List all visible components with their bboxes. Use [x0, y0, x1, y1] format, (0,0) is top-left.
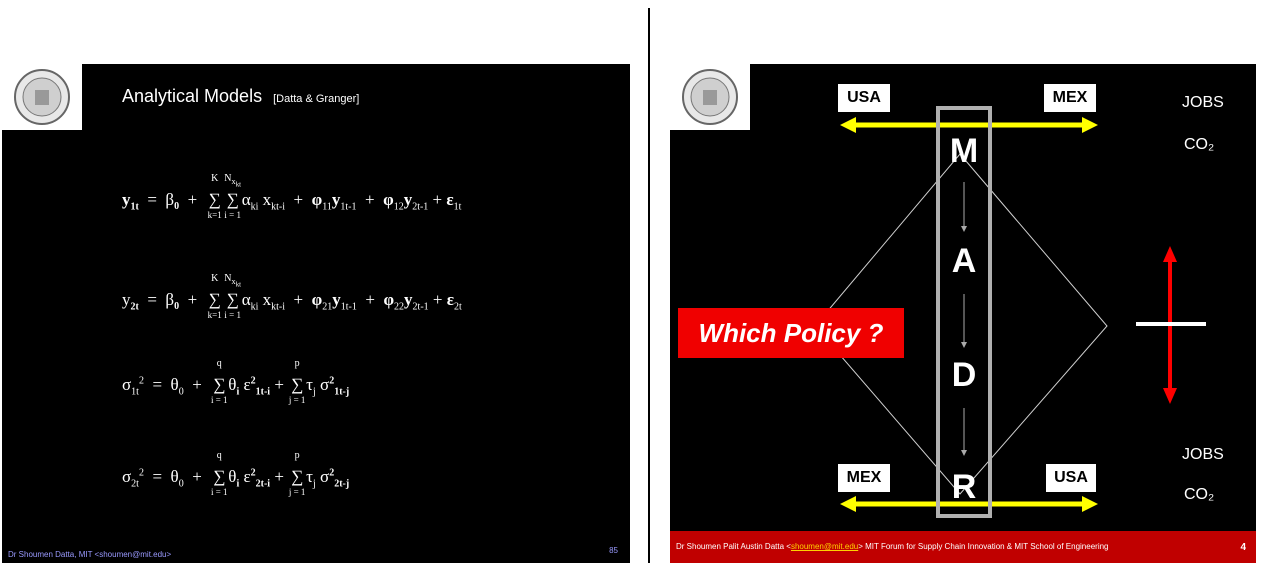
mit-seal-logo — [670, 64, 750, 130]
bottom-arrow-left-head — [840, 496, 856, 512]
label-usa-bottom: USA — [1044, 462, 1098, 494]
letter-a: A — [951, 242, 977, 280]
letter-r: R — [951, 468, 977, 506]
red-arrow-up-head — [1163, 246, 1177, 262]
top-arrow-left-head — [840, 117, 856, 133]
label-mex-bottom: MEX — [836, 462, 892, 494]
top-arrow-right-head — [1082, 117, 1098, 133]
jobs-bottom: JOBS — [1182, 446, 1224, 463]
footer-author-suffix: > MIT Forum for Supply Chain Innovation … — [858, 542, 1109, 551]
mit-seal-logo — [2, 64, 82, 130]
slide-analytical-models: Analytical Models [Datta & Granger] y1t … — [2, 64, 630, 563]
footer-bar: Dr Shoumen Palit Austin Datta <shoumen@m… — [670, 531, 1256, 563]
jobs-top: JOBS — [1182, 94, 1224, 111]
footer-author-prefix: Dr Shoumen Palit Austin Datta < — [676, 542, 791, 551]
red-arrow-down-head — [1163, 388, 1177, 404]
which-policy-label: Which Policy ? — [678, 308, 904, 358]
arrow-d-to-r — [961, 450, 967, 456]
arrow-a-to-d — [961, 342, 967, 348]
diagram-graphics — [814, 106, 1206, 518]
title-citation: [Datta & Granger] — [273, 93, 360, 105]
slide-title: Analytical Models [Datta & Granger] — [122, 86, 359, 107]
page-number: 85 — [609, 546, 618, 555]
arrow-m-to-a — [961, 226, 967, 232]
co2-bottom: CO₂ — [1184, 486, 1215, 503]
label-mex-top: MEX — [1042, 82, 1098, 114]
letter-d: D — [951, 356, 977, 394]
title-text: Analytical Models — [122, 86, 263, 106]
diamond-outline — [814, 153, 1108, 495]
co2-top: CO₂ — [1184, 136, 1215, 153]
letter-m: M — [949, 132, 979, 170]
madr-column-box — [936, 106, 992, 518]
bottom-arrow-right-head — [1082, 496, 1098, 512]
footer-email-link[interactable]: shoumen@mit.edu — [790, 542, 859, 551]
page-divider — [648, 8, 650, 563]
label-usa-top: USA — [836, 82, 892, 114]
footer-author: Dr Shoumen Datta, MIT <shoumen@mit.edu> — [8, 550, 172, 559]
slide-madr-policy: USA MEX MEX USA JOBS CO₂ JOBS CO₂ M A D … — [670, 64, 1256, 563]
page-number: 4 — [1240, 542, 1246, 553]
